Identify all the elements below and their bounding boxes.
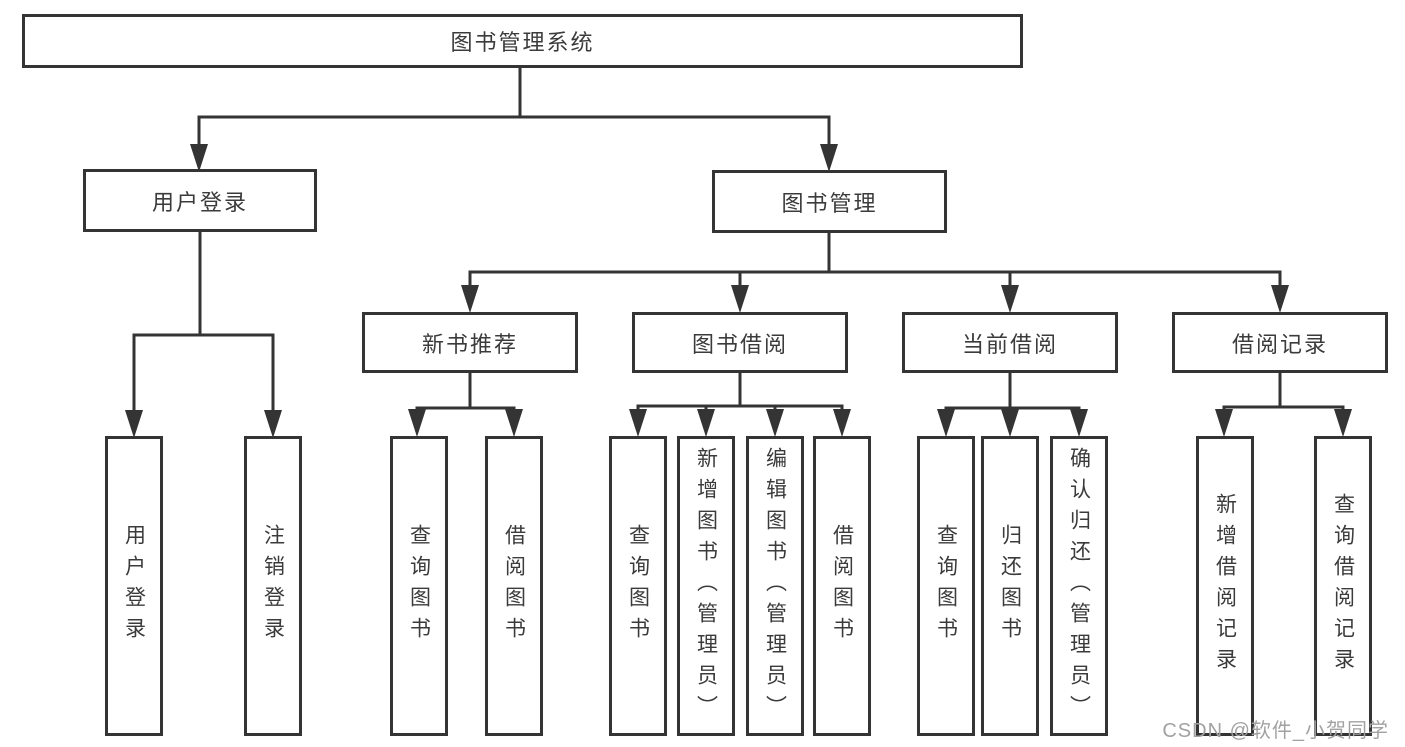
leaf-query-borrow-record: 查询借阅记录 xyxy=(1314,436,1372,736)
node-new-book-recommendation: 新书推荐 xyxy=(362,312,578,373)
node-root-label: 图书管理系统 xyxy=(450,30,595,55)
leaf-add-books-admin: 新增图书（管理员） xyxy=(677,436,735,736)
node-book-borrowing: 图书借阅 xyxy=(632,312,848,373)
node-root: 图书管理系统 xyxy=(22,14,1023,68)
watermark: CSDN @软件_小贺同学 xyxy=(1162,720,1389,742)
node-current-borrowing: 当前借阅 xyxy=(902,312,1118,373)
leaf-borrow-books-recommend: 借阅图书 xyxy=(485,436,543,736)
leaf-logout-label: 注销登录 xyxy=(261,524,285,648)
node-user-login-label: 用户登录 xyxy=(151,189,248,215)
node-book-borrowing-label: 图书借阅 xyxy=(691,331,788,357)
leaf-edit-books-admin: 编辑图书（管理员） xyxy=(746,436,804,736)
leaf-query-books-recommend: 查询图书 xyxy=(390,436,448,736)
leaf-confirm-return-admin-label: 确认归还（管理员） xyxy=(1067,446,1091,726)
leaf-query-books-current: 查询图书 xyxy=(917,436,975,736)
leaf-return-books-label: 归还图书 xyxy=(998,524,1022,648)
leaf-query-books-recommend-label: 查询图书 xyxy=(407,524,431,648)
node-book-management: 图书管理 xyxy=(712,170,947,233)
node-user-login: 用户登录 xyxy=(83,169,317,232)
leaf-confirm-return-admin: 确认归还（管理员） xyxy=(1050,436,1108,736)
node-borrowing-records-label: 借阅记录 xyxy=(1231,331,1328,357)
connector-strokes xyxy=(132,68,1345,412)
node-new-book-recommendation-label: 新书推荐 xyxy=(421,331,518,357)
leaf-user-login: 用户登录 xyxy=(105,436,163,736)
leaf-borrow-books: 借阅图书 xyxy=(813,436,871,736)
leaf-query-books-borrowing-label: 查询图书 xyxy=(626,524,650,648)
leaf-query-books-current-label: 查询图书 xyxy=(934,524,958,648)
leaf-borrow-books-recommend-label: 借阅图书 xyxy=(502,524,526,648)
leaf-add-borrow-record-label: 新增借阅记录 xyxy=(1213,493,1237,679)
arrow-down-icons xyxy=(125,144,1352,438)
leaf-add-borrow-record: 新增借阅记录 xyxy=(1196,436,1254,736)
leaf-return-books: 归还图书 xyxy=(981,436,1039,736)
leaf-user-login-label: 用户登录 xyxy=(122,524,146,648)
node-borrowing-records: 借阅记录 xyxy=(1172,312,1388,373)
leaf-query-borrow-record-label: 查询借阅记录 xyxy=(1331,493,1355,679)
leaf-logout: 注销登录 xyxy=(244,436,302,736)
leaf-edit-books-admin-label: 编辑图书（管理员） xyxy=(763,446,787,726)
node-current-borrowing-label: 当前借阅 xyxy=(961,331,1058,357)
leaf-query-books-borrowing: 查询图书 xyxy=(609,436,667,736)
leaf-borrow-books-label: 借阅图书 xyxy=(830,524,854,648)
node-book-management-label: 图书管理 xyxy=(781,190,878,216)
leaf-add-books-admin-label: 新增图书（管理员） xyxy=(694,446,718,726)
